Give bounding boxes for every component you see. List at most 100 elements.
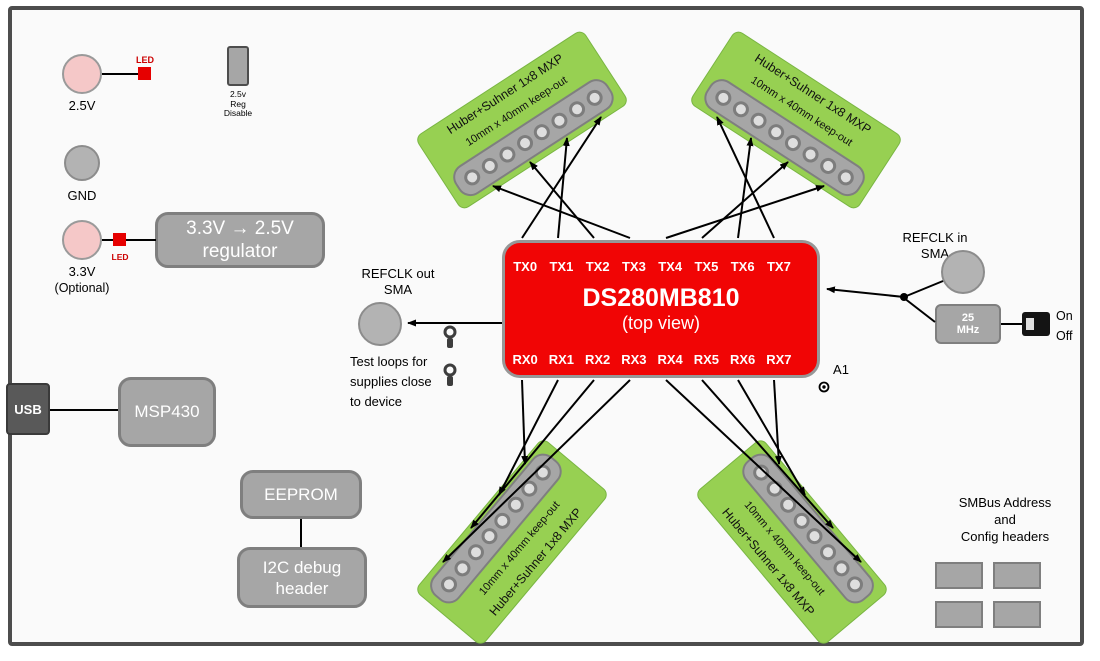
chip-pin-label: RX4 [657,352,683,367]
connector-pin [517,477,541,501]
regulator-block: 3.3V → 2.5V regulator [155,212,325,268]
connector-pin [834,166,857,189]
led-indicator [113,233,126,246]
connector-pin [843,572,867,596]
test-loops-line2: supplies close [350,374,432,389]
test-loops-label: Test loops for supplies close to device [350,352,446,412]
gnd-label: GND [67,188,97,203]
config-header-jumper [935,562,983,589]
v25-test-point [62,54,102,94]
switch-off-label: Off [1056,329,1073,343]
reg-disable-line1: 2.5v [229,89,247,99]
chip-pin-label: TX2 [585,259,610,274]
v33-optional-label: (Optional) [54,281,110,295]
smbus-line1: SMBus Address [958,495,1052,510]
chip-pin-label: RX1 [548,352,575,367]
osc-on-off-switch [1022,312,1050,336]
connector-pin [830,556,853,580]
chip-title: DS280MB810 [582,284,740,312]
chip-pin-label: TX6 [730,259,755,274]
chip-pin-label: RX2 [584,352,611,367]
connector-pin [496,143,519,166]
connector-pin [548,109,571,132]
test-loops-line3: to device [350,394,403,409]
connector-pin [513,132,536,155]
reg-disable-line3: Disable [223,108,253,118]
regulator-line2: regulator [202,241,278,262]
connector-pin [763,477,787,501]
refclk-out-label: REFCLK out SMA [348,266,448,298]
connector-pin [790,509,813,532]
refclk-out-line2: SMA [383,282,413,297]
ds280mb810-chip: TX0 TX1 TX2 TX3 TX4 TX5 TX6 TX7 DS280MB8… [502,240,820,378]
connector-pin [461,166,484,189]
chip-pin-label: RX3 [621,352,647,367]
config-header-jumper [993,562,1041,589]
connector-pin [531,461,554,485]
reg-disable-jumper [227,46,249,86]
connector-pin [583,86,606,110]
config-header-jumper [935,601,983,628]
chip-pin-label: TX5 [694,259,719,274]
connector-pin [437,572,461,596]
eeprom-label: EEPROM [264,484,338,504]
chip-subtitle: (top view) [621,313,701,333]
connector-pin [776,493,800,516]
v25-label: 2.5V [68,98,96,113]
connector-pin [803,525,827,548]
smbus-line2: and [994,512,1016,527]
connector-pin [491,509,514,532]
led-label: LED [136,55,154,65]
led-label: LED [111,252,129,262]
eeprom-block: EEPROM [240,470,362,519]
osc-line2: MHz [956,324,980,336]
i2c-line1: I2C debug [262,557,342,577]
chip-pin-label: TX0 [513,259,538,274]
chip-pin-label: RX5 [693,352,720,367]
usb-connector: USB [6,383,50,435]
chip-pin-label: TX4 [658,259,683,274]
connector-pin [504,493,528,516]
refclk-out-line1: REFCLK out [361,266,435,281]
smbus-label: SMBus Address and Config headers [945,494,1065,545]
connector-pin [799,143,822,166]
chip-pin-label: RX0 [512,352,538,367]
switch-knob [1026,318,1034,330]
chip-pin-label: RX7 [766,352,792,367]
chip-pin-label: TX3 [621,259,646,274]
gnd-test-point [64,145,100,181]
connector-pin [764,120,787,144]
v33-label: 3.3V [68,264,96,279]
usb-label: USB [14,401,42,417]
v33-test-point [62,220,102,260]
refclk-out-sma [358,302,402,346]
osc-line1: 25 [961,312,975,324]
smbus-line3: Config headers [960,529,1050,544]
connector-pin [531,120,554,144]
chip-pin-label: TX7 [766,259,791,274]
connector-pin [782,132,805,155]
connector-pin [464,541,488,564]
connector-pin [816,541,840,564]
refclk-in-sma [941,250,985,294]
i2c-debug-header-block: I2C debug header [237,547,367,608]
reg-disable-label: 2.5v Reg Disable [208,89,268,119]
connector-pin [750,461,773,485]
refclk-in-label: REFCLK in SMA [895,230,975,262]
i2c-line2: header [275,578,329,598]
chip-pin-label: RX6 [729,352,756,367]
connector-pin [817,154,840,177]
connector-pin [729,98,753,121]
connector-pin [747,109,770,132]
oscillator-25mhz: 25 MHz [935,304,1001,344]
test-loops-line1: Test loops for [350,354,428,369]
connector-pin [565,98,589,121]
refclk-in-line1: REFCLK in [902,230,968,245]
connector-pin [478,154,501,177]
rx-pin-row: RX0 RX1 RX2 RX3 RX4 RX5 RX6 RX7 [507,352,797,367]
switch-on-label: On [1056,309,1073,323]
msp430-label: MSP430 [134,402,200,421]
led-indicator [138,67,151,80]
refclk-in-line2: SMA [920,246,950,261]
connector-pin [451,556,474,580]
